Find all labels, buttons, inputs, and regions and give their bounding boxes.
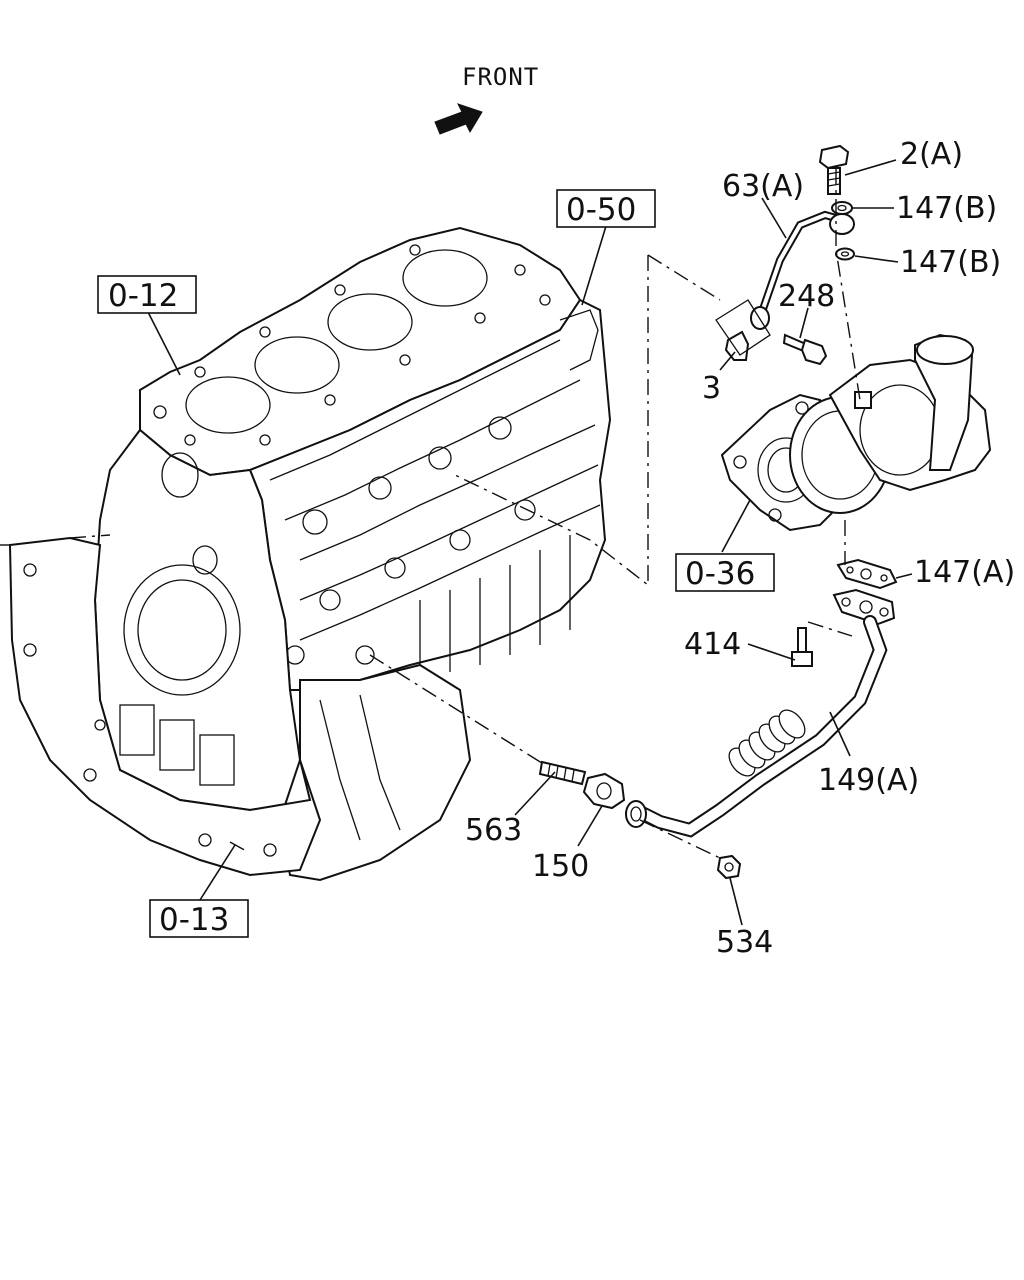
- callout-63a: 63(A): [722, 169, 804, 204]
- front-arrow-icon: [434, 103, 483, 135]
- callout-534: 534: [716, 925, 773, 960]
- oil-return-pipe-149a: [625, 588, 896, 838]
- leader-lines: [0, 159, 913, 926]
- callout-149a: 149(A): [818, 763, 919, 798]
- front-label: FRONT: [462, 63, 539, 91]
- bolt-2a: [818, 144, 850, 195]
- callout-147a: 147(A): [914, 555, 1015, 590]
- callout-147b-upper: 147(B): [896, 191, 997, 226]
- clip-3: [715, 299, 771, 361]
- callout-248: 248: [778, 279, 835, 314]
- callout-150: 150: [532, 849, 589, 884]
- bolt-248: [782, 333, 828, 366]
- ref-box-0-50: 0-50: [556, 189, 656, 228]
- ref-0-13-label: 0-13: [159, 902, 229, 938]
- callout-563: 563: [465, 813, 522, 848]
- callout-414: 414: [684, 627, 741, 662]
- callout-147b-lower: 147(B): [900, 245, 1001, 280]
- ref-0-12-label: 0-12: [108, 278, 178, 314]
- nut-534: [716, 854, 742, 880]
- gasket-147a: [836, 558, 898, 590]
- engine-block-drawing: [8, 226, 612, 882]
- ref-box-0-12: 0-12: [97, 275, 197, 314]
- washer-147b-lower: [835, 247, 855, 261]
- callout-2a: 2(A): [900, 137, 963, 172]
- turbocharger-drawing: [720, 333, 992, 532]
- ref-box-0-13: 0-13: [149, 899, 249, 938]
- gasket-150: [582, 772, 626, 810]
- ref-0-36-label: 0-36: [685, 556, 755, 592]
- stud-563: [538, 760, 587, 786]
- ref-0-50-label: 0-50: [566, 192, 636, 228]
- callout-3: 3: [702, 371, 721, 406]
- ref-box-0-36: 0-36: [675, 553, 775, 592]
- washer-147b-upper: [831, 201, 853, 215]
- bolt-414: [791, 627, 813, 667]
